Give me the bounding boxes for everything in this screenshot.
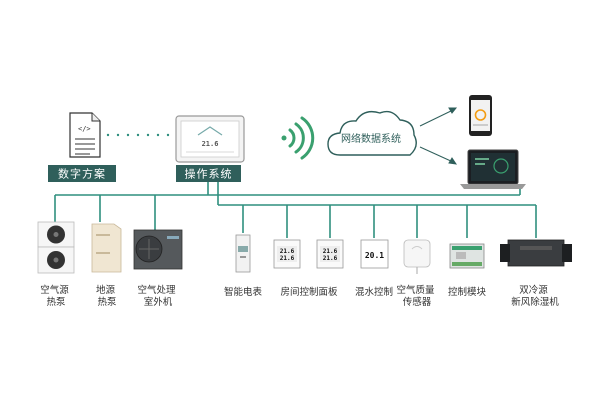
- water-mixing-control-label: 混水控制: [355, 286, 393, 298]
- smart-meter-label: 智能电表: [224, 286, 263, 298]
- cloud-icon: 网络数据系统: [327, 110, 417, 156]
- svg-text:</>: </>: [78, 125, 91, 133]
- document-icon: </>: [69, 112, 101, 158]
- control-system-box: 操作系统: [176, 165, 241, 182]
- svg-text:21.6: 21.6: [280, 255, 295, 262]
- air-handling-outdoor-unit-label: 空气处理 室外机: [137, 284, 178, 308]
- ground-source-heat-pump-label: 地源 热泵: [96, 284, 118, 308]
- svg-text:21.6: 21.6: [280, 248, 295, 255]
- control-system-label: 操作系统: [185, 167, 233, 181]
- air-source-heat-pump-label: 空气源 热泵: [40, 284, 72, 308]
- air-quality-sensor-label: 空气质量 传感器: [396, 284, 437, 308]
- control-module-label: 控制模块: [448, 286, 487, 298]
- bus-lines: [54, 182, 537, 238]
- control-module-image: [449, 243, 485, 269]
- tablet-temperature: 21.6: [202, 140, 219, 148]
- cloud-arrows: [419, 107, 458, 165]
- room-control-panel-image-b: 21.6 21.6: [316, 239, 344, 269]
- svg-text:21.6: 21.6: [323, 248, 338, 255]
- digital-solution-box: 数字方案: [48, 165, 116, 182]
- digital-solution-label: 数字方案: [58, 167, 106, 181]
- fresh-air-dehumidifier-image: [500, 239, 572, 267]
- room-control-panel-image-a: 21.6 21.6: [273, 239, 301, 269]
- smartphone-icon: [469, 95, 492, 136]
- ground-source-heat-pump-image: [91, 223, 122, 273]
- cloud-label: 网络数据系统: [341, 132, 401, 145]
- svg-text:21.6: 21.6: [323, 255, 338, 262]
- water-mixing-control-image: 20.1: [360, 239, 389, 269]
- air-source-heat-pump-image: [37, 221, 75, 274]
- svg-text:20.1: 20.1: [365, 251, 384, 260]
- smart-meter-image: [235, 234, 251, 273]
- wifi-icon: [281, 116, 315, 160]
- room-control-panel-label: 房间控制面板: [280, 286, 338, 298]
- device-labels: 空气源 热泵 地源 热泵 空气处理 室外机 智能电表 房间控制面板 混水控制 空…: [40, 284, 559, 308]
- dotted-connector: [106, 133, 170, 137]
- control-tablet-icon: 21.6: [175, 115, 245, 163]
- fresh-air-dehumidifier-label: 双冷源 新风除湿机: [511, 284, 559, 308]
- air-handling-outdoor-unit-image: [133, 229, 183, 270]
- laptop-icon: [460, 149, 526, 189]
- air-quality-sensor-image: [403, 239, 431, 274]
